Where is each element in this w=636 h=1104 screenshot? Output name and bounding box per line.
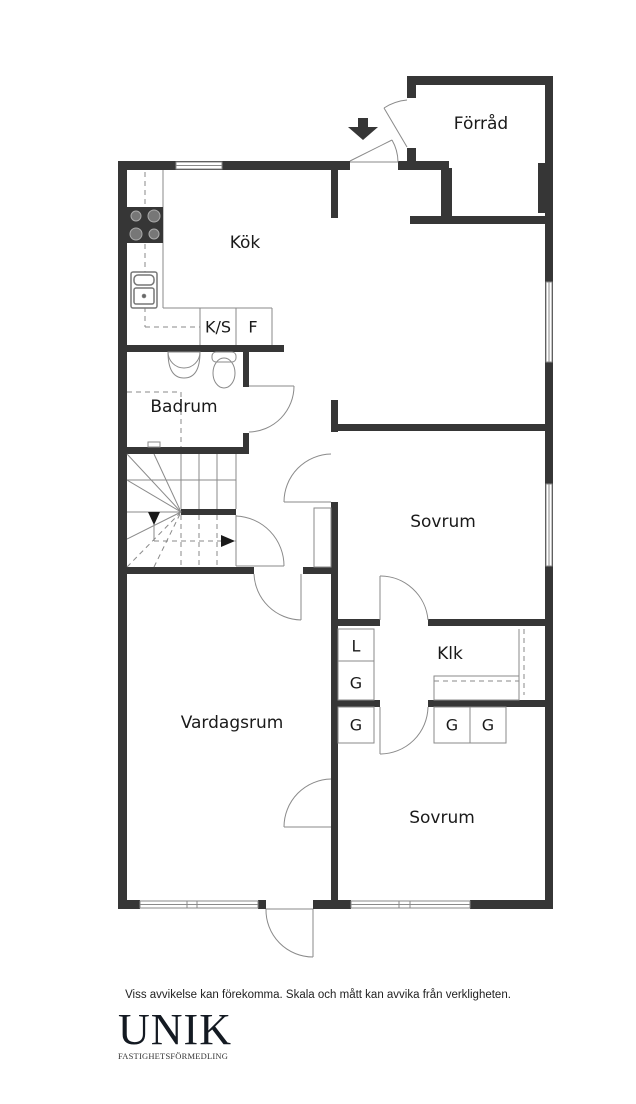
staircase <box>126 453 237 568</box>
room-label-vardagsrum: Vardagsrum <box>180 713 284 733</box>
fixture-label-g1: G <box>349 673 363 693</box>
room-label-sovrum-1: Sovrum <box>410 512 476 532</box>
fixture-label-f: F <box>248 317 258 337</box>
disclaimer-text: Viss avvikelse kan förekomma. Skala och … <box>125 989 511 1001</box>
fixture-label-g4: G <box>481 715 495 735</box>
stair-arrows <box>148 512 235 547</box>
windows <box>139 161 553 909</box>
entrance-arrow-icon <box>348 118 378 140</box>
room-label-forrad: Förråd <box>453 114 509 134</box>
sink-icon <box>130 271 158 309</box>
stove-icon <box>127 207 163 243</box>
brand-name: UNIK <box>118 1005 232 1054</box>
brand-subtitle: FASTIGHETSFÖRMEDLING <box>118 1051 229 1061</box>
brand-logo: UNIK FASTIGHETSFÖRMEDLING <box>118 1005 232 1062</box>
fixture-label-g3: G <box>445 715 459 735</box>
doors <box>235 99 429 958</box>
room-label-sovrum-2: Sovrum <box>409 808 475 828</box>
walls <box>118 76 553 909</box>
room-label-kok: Kök <box>229 233 261 253</box>
fixture-label-l: L <box>351 636 361 656</box>
fixture-label-ks: K/S <box>204 317 232 337</box>
wardrobes <box>337 628 525 744</box>
room-label-badrum: Badrum <box>150 397 218 417</box>
room-label-klk: Klk <box>437 644 463 664</box>
fixture-label-g2: G <box>349 715 363 735</box>
bathroom-fixtures <box>127 351 237 448</box>
